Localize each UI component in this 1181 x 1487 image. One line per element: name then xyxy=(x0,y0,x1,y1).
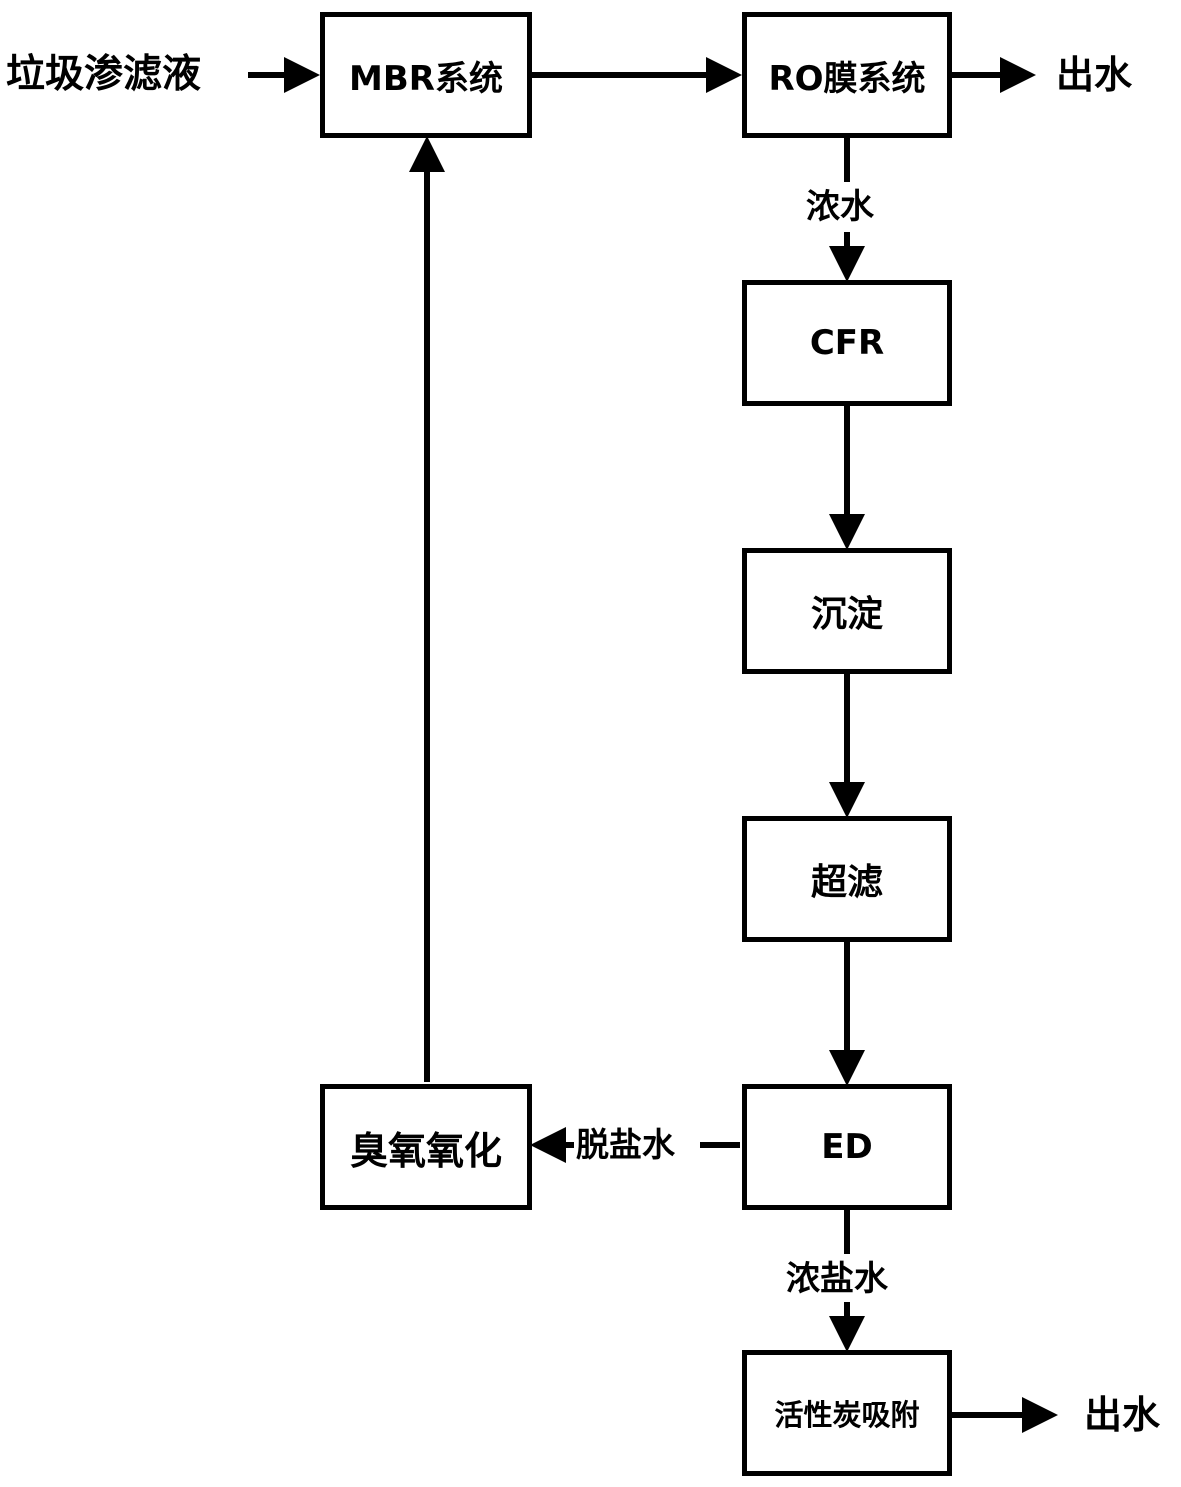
cfr-label: CFR xyxy=(809,323,885,363)
ed-label: ED xyxy=(821,1127,873,1167)
ultrafiltration-box: 超滤 xyxy=(742,816,952,942)
carbon-outlet-label: 出水 xyxy=(1084,1393,1161,1437)
ozone-oxidation-box: 臭氧氧化 xyxy=(320,1084,532,1210)
brine-label: 浓盐水 xyxy=(786,1259,888,1299)
input-label: 垃圾渗滤液 xyxy=(6,52,202,97)
sedimentation-label: 沉淀 xyxy=(810,594,883,635)
ozone-oxidation-label: 臭氧氧化 xyxy=(349,1128,502,1173)
cfr-box: CFR xyxy=(742,280,952,406)
ro-outlet-label: 出水 xyxy=(1056,53,1133,97)
ultrafiltration-label: 超滤 xyxy=(810,862,883,903)
concentrate-label: 浓水 xyxy=(806,187,874,227)
ro-membrane-label: RO膜系统 xyxy=(768,58,926,99)
ro-membrane-box: RO膜系统 xyxy=(742,12,952,138)
sedimentation-box: 沉淀 xyxy=(742,548,952,674)
mbr-system-label: MBR系统 xyxy=(349,58,503,99)
desalted-water-label: 脱盐水 xyxy=(576,1125,675,1164)
mbr-system-box: MBR系统 xyxy=(320,12,532,138)
ed-box: ED xyxy=(742,1084,952,1210)
activated-carbon-label: 活性炭吸附 xyxy=(774,1398,920,1432)
activated-carbon-box: 活性炭吸附 xyxy=(742,1350,952,1476)
